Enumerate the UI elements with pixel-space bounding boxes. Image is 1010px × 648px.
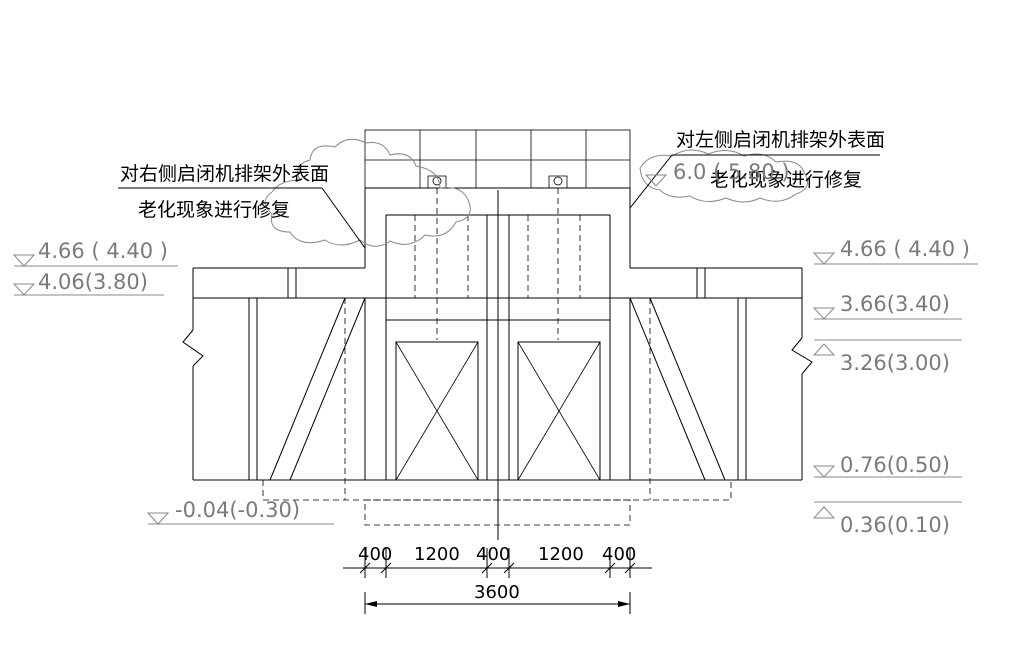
wing-walls [182,268,813,526]
elevation-right-fourth-label: 0.76(0.50) [840,453,950,477]
elevation-left-top-label: 4.66 ( 4.40 ) [38,239,168,263]
revision-cloud-left [264,138,471,247]
elevation-right-fourth: 0.76(0.50) [812,453,962,478]
elevation-right-third: 3.26(3.00) [812,339,962,375]
elevation-right-third-label: 3.26(3.00) [840,351,950,375]
note-right-line2: 老化现象进行修复 [710,169,862,191]
dim-400-right: 400 [602,544,636,565]
note-left-line2: 老化现象进行修复 [138,199,290,221]
dim-total-3600: 3600 [474,582,520,603]
leader-right [629,154,880,209]
revision-cloud-right [639,149,809,203]
leader-left [118,187,366,249]
elevation-right-bottom-label: 0.36(0.10) [840,513,950,537]
dim-1200-right: 1200 [538,544,584,565]
elevation-right-second: 3.66(3.40) [812,292,962,320]
note-right-line1: 对左侧启闭机排架外表面 [676,129,885,151]
elevation-frame-top: 6.0 ( 5.80 ) [644,160,790,187]
pier-structure [364,187,631,540]
elevation-left-second-label: 4.06(3.80) [38,270,148,294]
note-left-line1: 对右侧启闭机排架外表面 [120,163,329,185]
hoist-frame [364,129,631,189]
dim-1200-left: 1200 [414,544,460,565]
elevation-left-top: 4.66 ( 4.40 ) [12,239,178,267]
dim-400-left: 400 [358,544,392,565]
hoist-lifting-point-right [553,176,563,186]
elevation-right-top: 4.66 ( 4.40 ) [812,237,978,265]
elevation-left-bottom: -0.04(-0.30) [146,498,334,525]
elevation-left-bottom-label: -0.04(-0.30) [175,498,300,522]
elevation-left-second: 4.06(3.80) [12,270,164,296]
dim-400-center: 400 [476,544,510,565]
dimension-chain: 400 1200 400 1200 400 [343,544,652,578]
elevation-right-bottom: 0.36(0.10) [812,501,962,537]
elevation-right-top-label: 4.66 ( 4.40 ) [840,237,970,261]
dimension-total: 3600 [364,582,631,614]
elevation-frame-top-label: 6.0 ( 5.80 ) [673,160,790,184]
elevation-right-second-label: 3.66(3.40) [840,292,950,316]
